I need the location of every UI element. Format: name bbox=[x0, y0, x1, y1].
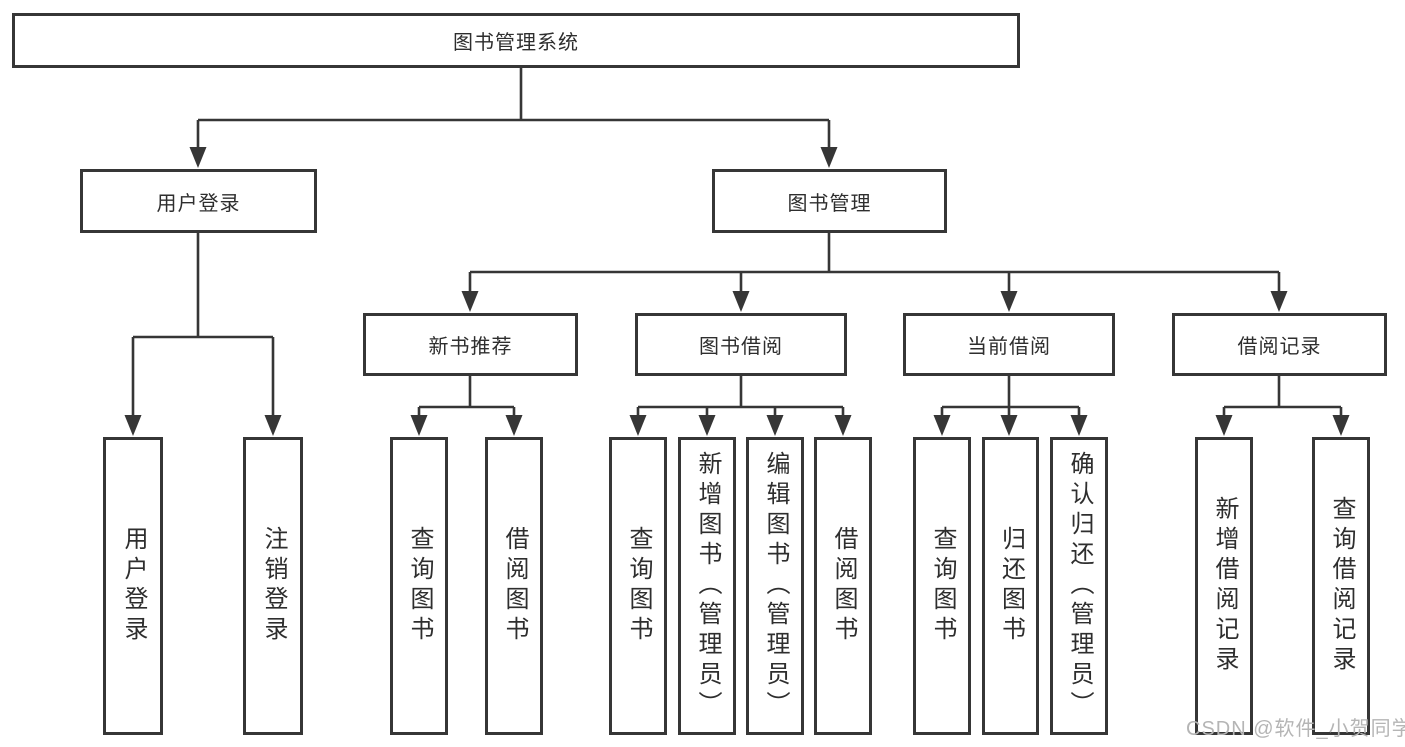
node-current-borrow: 当前借阅 bbox=[903, 313, 1115, 376]
node-book-management: 图书管理 bbox=[712, 169, 947, 233]
node-current-borrow-label: 当前借阅 bbox=[967, 336, 1051, 358]
node-borrow-records: 借阅记录 bbox=[1172, 313, 1387, 376]
leaf-query-books-borrow-label: 查询图书 bbox=[625, 526, 652, 646]
leaf-query-books-current-label: 查询图书 bbox=[929, 526, 956, 646]
node-borrow-records-label: 借阅记录 bbox=[1237, 336, 1322, 358]
leaf-borrow-books-recommend: 借阅图书 bbox=[485, 437, 543, 735]
leaf-query-books-borrow: 查询图书 bbox=[609, 437, 667, 735]
leaf-query-books-recommend-label: 查询图书 bbox=[406, 526, 433, 646]
leaf-add-book-admin-label: 新增图书（管理员） bbox=[694, 451, 721, 721]
leaf-edit-book-admin-label: 编辑图书（管理员） bbox=[762, 451, 789, 721]
leaf-add-borrow-record-label: 新增借阅记录 bbox=[1211, 496, 1238, 676]
leaf-logout: 注销登录 bbox=[243, 437, 303, 735]
leaf-query-books-recommend: 查询图书 bbox=[390, 437, 448, 735]
leaf-return-book-label: 归还图书 bbox=[997, 526, 1025, 646]
leaf-query-books-current: 查询图书 bbox=[913, 437, 971, 735]
leaf-query-borrow-record: 查询借阅记录 bbox=[1312, 437, 1370, 735]
node-root: 图书管理系统 bbox=[12, 13, 1020, 68]
node-book-borrow-label: 图书借阅 bbox=[699, 336, 783, 358]
leaf-add-borrow-record: 新增借阅记录 bbox=[1195, 437, 1253, 735]
node-book-management-label: 图书管理 bbox=[787, 192, 872, 215]
node-user-login: 用户登录 bbox=[80, 169, 317, 233]
leaf-confirm-return-admin: 确认归还（管理员） bbox=[1050, 437, 1108, 735]
leaf-confirm-return-admin-label: 确认归还（管理员） bbox=[1066, 451, 1093, 721]
leaf-logout-label: 注销登录 bbox=[260, 526, 287, 646]
node-user-login-label: 用户登录 bbox=[156, 192, 241, 215]
leaf-query-borrow-record-label: 查询借阅记录 bbox=[1328, 496, 1355, 676]
leaf-borrow-books-borrow: 借阅图书 bbox=[814, 437, 872, 735]
csdn-watermark: CSDN @软件_小贺同学 bbox=[1186, 718, 1405, 740]
leaf-borrow-books-recommend-label: 借阅图书 bbox=[501, 526, 528, 646]
leaf-user-login-label: 用户登录 bbox=[120, 526, 147, 646]
node-book-borrow: 图书借阅 bbox=[635, 313, 847, 376]
node-new-book-recommend-label: 新书推荐 bbox=[428, 336, 513, 358]
leaf-user-login: 用户登录 bbox=[103, 437, 163, 735]
leaf-return-book: 归还图书 bbox=[982, 437, 1039, 735]
node-root-label: 图书管理系统 bbox=[453, 32, 579, 54]
leaf-edit-book-admin: 编辑图书（管理员） bbox=[746, 437, 804, 735]
leaf-add-book-admin: 新增图书（管理员） bbox=[678, 437, 736, 735]
node-new-book-recommend: 新书推荐 bbox=[363, 313, 578, 376]
leaf-borrow-books-borrow-label: 借阅图书 bbox=[830, 526, 857, 646]
